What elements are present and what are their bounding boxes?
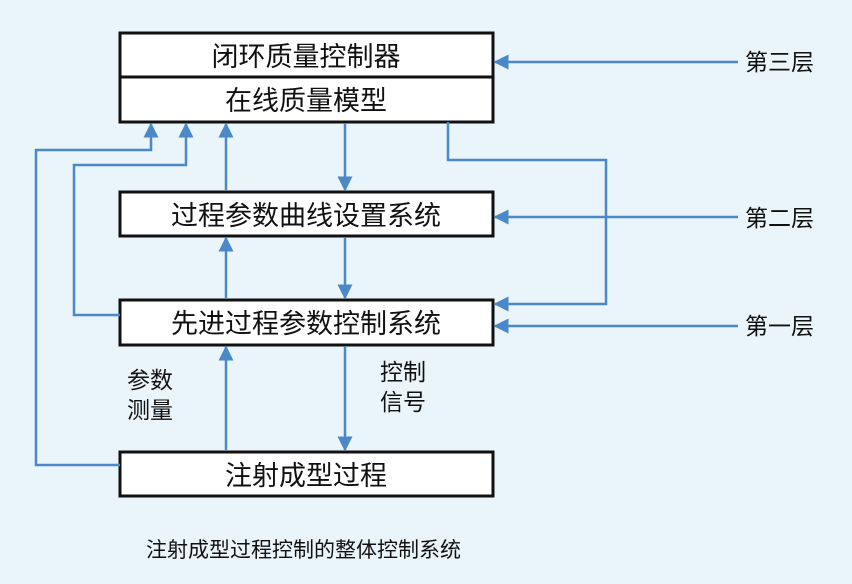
advanced-process-parameter-control-box: 先进过程参数控制系统 [118, 298, 495, 347]
injection-molding-process-box: 注射成型过程 [118, 450, 495, 498]
model-to-control-loop-arrow [446, 122, 608, 312]
process-parameter-curve-setting-label: 过程参数曲线设置系统 [171, 201, 441, 232]
control-signal-label-line1: 控制 [380, 360, 426, 386]
advanced-process-parameter-control-label: 先进过程参数控制系统 [171, 309, 441, 340]
closed-loop-quality-controller-box: 闭环质量控制器 [118, 31, 495, 79]
control-signal-label-line2: 信号 [380, 390, 426, 416]
process-parameter-curve-setting-box: 过程参数曲线设置系统 [118, 190, 495, 238]
injection-molding-process-label: 注射成型过程 [225, 461, 387, 492]
parameter-measurement-label-line1: 参数 [127, 368, 173, 394]
diagram-caption: 注射成型过程控制的整体控制系统 [146, 538, 461, 562]
online-quality-model-label: 在线质量模型 [225, 86, 387, 117]
injection-feedback-loop-arrow [34, 122, 159, 467]
level-one-label: 第一层 [745, 314, 814, 340]
level-three-label: 第三层 [745, 50, 814, 76]
control-feedback-loop-arrow [72, 122, 194, 317]
level-two-label: 第二层 [745, 206, 814, 232]
parameter-measurement-label-line2: 测量 [127, 398, 173, 424]
online-quality-model-box: 在线质量模型 [118, 75, 495, 124]
closed-loop-quality-controller-label: 闭环质量控制器 [212, 42, 401, 73]
